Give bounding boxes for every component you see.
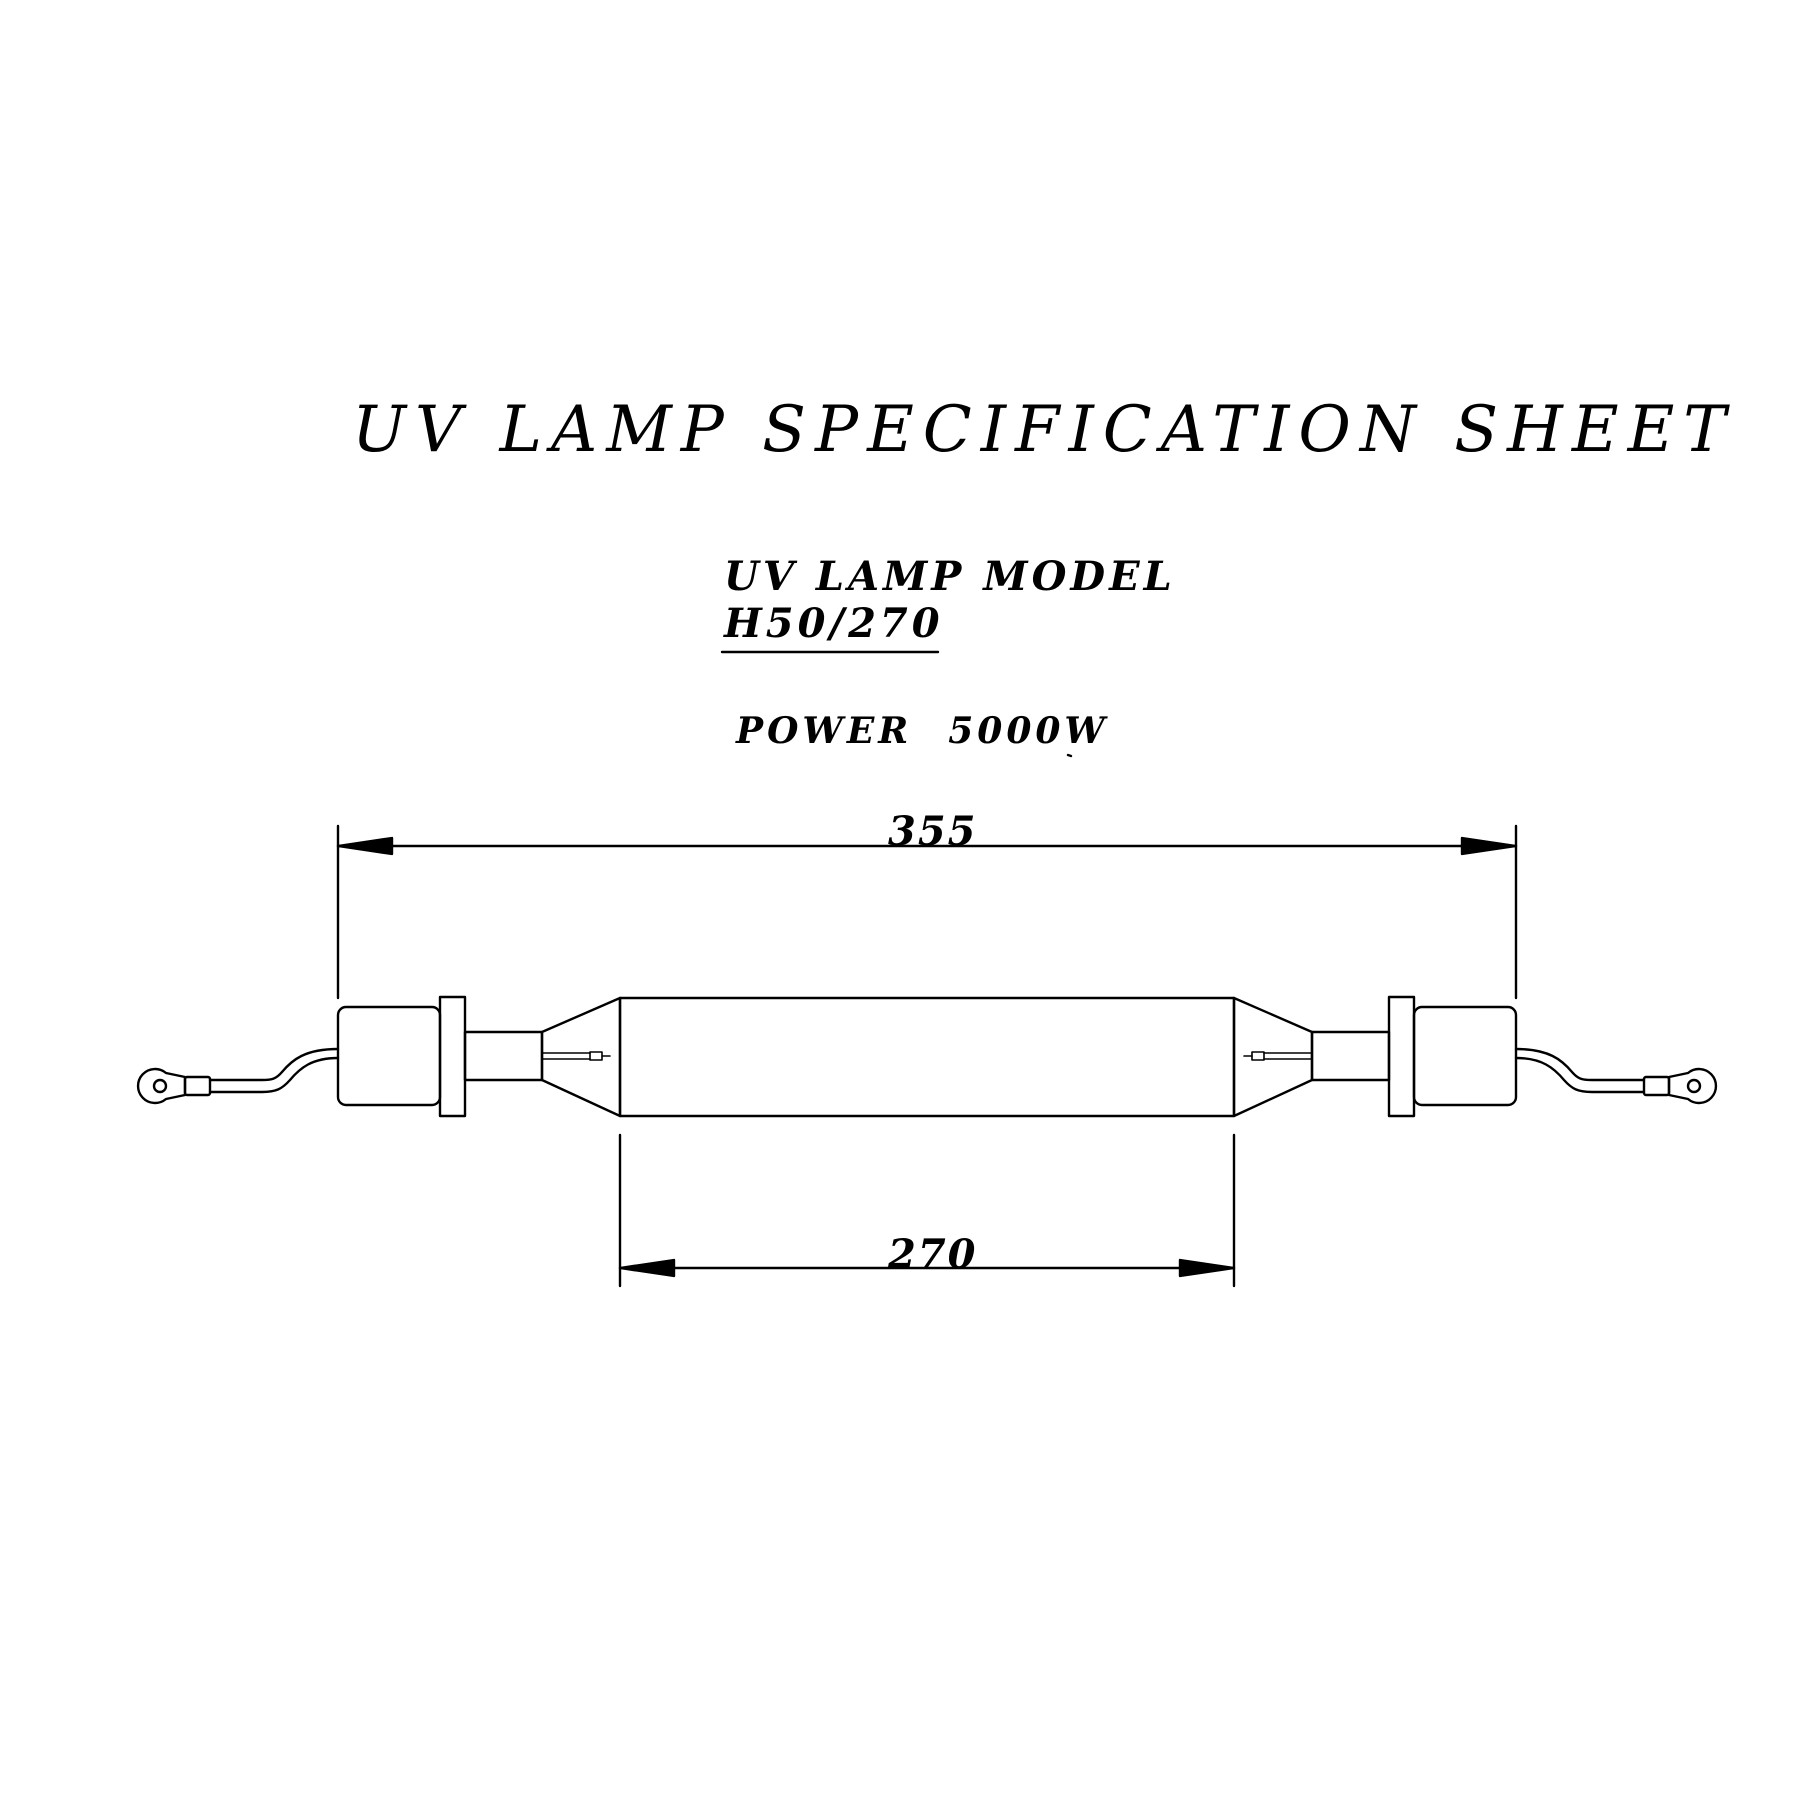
lamp-body	[336, 995, 1518, 1118]
model-value: H50/270	[724, 600, 944, 647]
arc-dimension	[618, 1133, 1236, 1288]
ring-hole-right	[1686, 1078, 1702, 1094]
neck-right	[1310, 1030, 1391, 1082]
crimp-left	[183, 1075, 212, 1097]
overall-dimension	[336, 824, 1518, 1000]
ring-terminal-right	[1667, 1067, 1718, 1105]
taper-right	[1232, 996, 1314, 1118]
ring-terminal-left	[136, 1067, 187, 1105]
flange-right	[1387, 995, 1416, 1118]
crimp-right	[1642, 1075, 1671, 1097]
end-cap-left	[336, 1005, 442, 1107]
flange-left	[438, 995, 467, 1118]
power-label: POWER	[736, 710, 913, 752]
power-tick	[1066, 753, 1073, 758]
power-value: 5000W	[948, 710, 1109, 752]
arrowhead-arc-left	[618, 1258, 676, 1278]
lead-wire-right	[1514, 1047, 1718, 1105]
taper-left	[540, 996, 622, 1118]
electrode-right	[1243, 1051, 1313, 1061]
arrowhead-left	[336, 836, 394, 856]
power-line: POWER 5000W	[736, 713, 1109, 749]
neck-left	[463, 1030, 544, 1082]
electrode-left	[541, 1051, 611, 1061]
ring-hole-left	[152, 1078, 168, 1094]
arrowhead-right	[1460, 836, 1518, 856]
arc-tube	[618, 996, 1236, 1118]
end-cap-right	[1412, 1005, 1518, 1107]
sheet-title: UV LAMP SPECIFICATION SHEET	[352, 393, 1735, 467]
model-label: UV LAMP MODEL	[724, 553, 1176, 600]
lead-wire-left	[136, 1047, 340, 1105]
arrowhead-arc-right	[1178, 1258, 1236, 1278]
